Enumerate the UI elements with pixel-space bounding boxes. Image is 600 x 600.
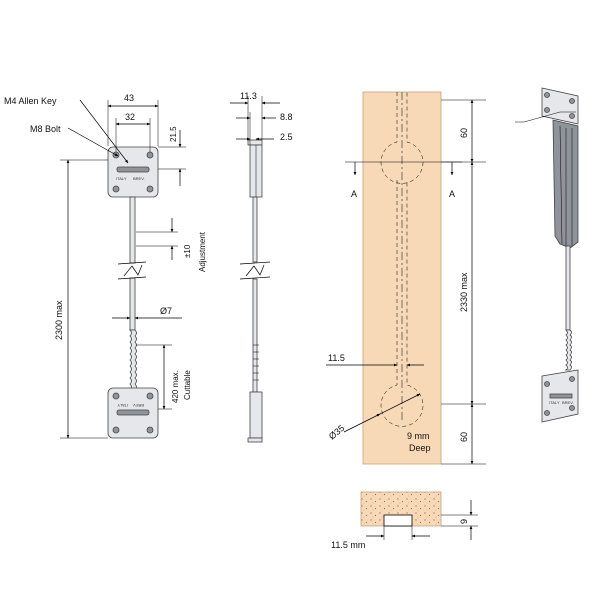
cuttable-rod-section <box>129 329 137 397</box>
plate-mark: BREV. <box>133 176 145 181</box>
cuttable-value: 420 max. <box>171 370 180 403</box>
overall-length-label: 2300 max <box>54 300 64 340</box>
section-mark-right: A <box>449 189 455 199</box>
hole-diameter-value: Ø35 <box>327 423 346 442</box>
iso-allen-key <box>515 111 576 123</box>
routing-view: A A 60 2330 max 60 11.5 Ø35 9 mm Deep <box>326 91 486 465</box>
depth-value: 9 mm <box>407 431 430 441</box>
section-mark-left: A <box>351 189 357 199</box>
top-offset-label: 21.5 <box>169 126 178 142</box>
rod-diameter-label: Ø7 <box>160 306 172 316</box>
hinge-illustration: ITALY BREV. <box>515 87 579 423</box>
iso-rod <box>565 245 571 331</box>
iso-plate-mark: ITALY <box>549 400 560 405</box>
section-view: 11.5 mm 9 <box>331 491 478 550</box>
screw-hole <box>146 392 154 400</box>
side-dim-3: 2.5 <box>280 132 293 142</box>
groove-depth-value: 9 <box>459 519 469 524</box>
side-rod-marks <box>253 344 259 381</box>
iso-rod-bundle <box>552 119 579 249</box>
plate-width-label: 43 <box>124 93 134 103</box>
front-view: ITALY BREV. ITALY BREV. M4 Allen Key M8 … <box>4 93 207 439</box>
plate-mark: ITALY <box>117 403 128 408</box>
screw-hole <box>146 151 154 159</box>
side-rod <box>252 278 258 393</box>
top-offset-value: 60 <box>459 128 469 138</box>
iso-top-plate <box>541 87 579 125</box>
side-dim-2: 8.8 <box>280 112 293 122</box>
top-plate: ITALY BREV. <box>107 146 159 198</box>
side-view: 11.3 8.8 2.5 <box>230 91 293 443</box>
allen-key-callout: M4 Allen Key <box>4 96 57 106</box>
screw-hole <box>146 426 154 434</box>
section-groove <box>383 514 413 527</box>
iso-plate-mark: BREV. <box>562 400 574 405</box>
adjustment-value: ±10 <box>183 244 192 258</box>
tension-rod <box>129 196 136 264</box>
plate-mark: ITALY <box>116 176 127 181</box>
bottom-routing-outline <box>380 180 424 427</box>
allen-key-leader <box>79 99 129 164</box>
break-symbol <box>117 261 147 280</box>
side-rod <box>252 196 258 263</box>
screw-hole <box>146 185 154 193</box>
hole-spacing-label: 32 <box>125 112 135 122</box>
screw-hole <box>112 392 120 400</box>
bolt-slot <box>116 409 150 416</box>
bottom-bracket-lip <box>247 437 263 443</box>
plate-mark: BREV. <box>132 403 144 408</box>
groove-width-value: 11.5 mm <box>331 540 365 550</box>
break-symbol <box>239 261 271 280</box>
tension-rod <box>129 277 136 331</box>
adjustment-label: Adjustment <box>198 231 207 272</box>
routing-length-value: 2330 max <box>459 272 469 312</box>
cuttable-label: Cuttable <box>183 370 192 400</box>
top-routing-outline <box>380 92 424 184</box>
bottom-bracket <box>249 391 263 439</box>
iso-cuttable-section <box>564 329 572 371</box>
screw-hole <box>112 185 120 193</box>
bottom-plate: ITALY BREV. <box>107 387 159 439</box>
bottom-offset-value: 60 <box>459 432 469 442</box>
slot-width-value: 11.5 <box>328 353 345 363</box>
bolt-slot <box>116 166 150 173</box>
side-dim-1: 11.3 <box>240 91 257 101</box>
depth-label: Deep <box>409 443 431 453</box>
bolt-callout: M8 Bolt <box>30 124 61 134</box>
screw-hole <box>112 426 120 434</box>
bolt-leader <box>67 127 119 157</box>
